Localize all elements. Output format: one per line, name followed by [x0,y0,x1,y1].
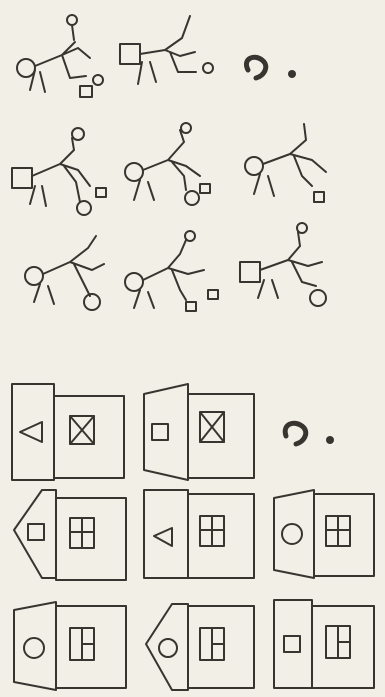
house-h2c1 [14,490,126,580]
question-mark-stickmen [246,57,296,78]
stickman-r2c3 [245,124,326,202]
house-h3c1 [14,602,126,690]
stickman-puzzle [12,15,326,311]
stickman-r2c1 [12,128,106,215]
stickman-r2c2 [125,123,210,205]
house-h3c3 [274,600,374,688]
house-h2c2 [144,490,254,578]
stickman-r1c2 [120,16,213,84]
stickman-r3c3 [240,223,326,306]
house-h1c2 [144,384,254,480]
stickman-r3c2 [125,231,218,311]
stickman-r1c1 [17,15,103,97]
house-h1c1 [12,384,124,480]
stickman-r3c1 [25,236,104,310]
house-puzzle [12,384,374,690]
house-h2c3 [274,490,374,578]
house-h3c2 [146,604,254,690]
question-mark-houses [285,423,334,444]
